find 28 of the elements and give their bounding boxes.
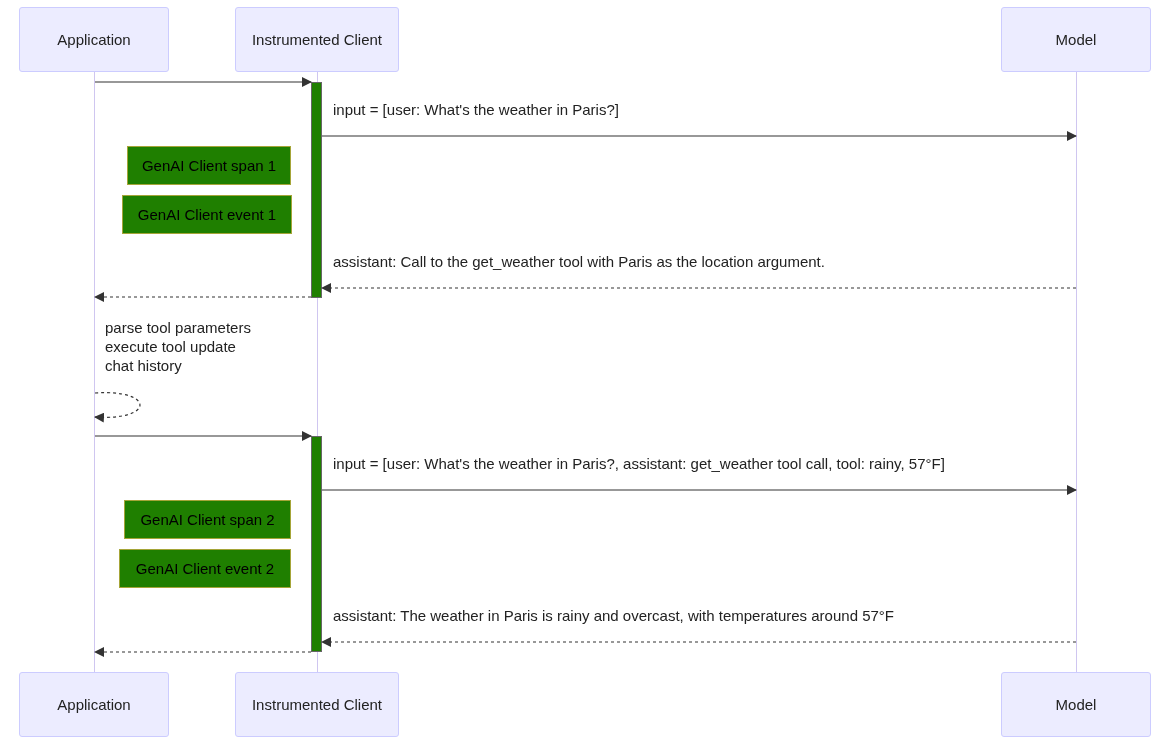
message-label: assistant: The weather in Paris is rainy and overcast, with temperatures around 57°F <box>333 607 894 624</box>
message-label: input = [user: What's the weather in Paris?] <box>333 101 619 118</box>
note-box: GenAI Client span 2 <box>124 500 291 539</box>
arrow <box>321 485 1077 495</box>
arrow <box>94 292 312 302</box>
activation-bar <box>311 436 322 652</box>
arrow <box>321 637 1077 647</box>
participant-box: Instrumented Client <box>235 7 399 72</box>
note-box: GenAI Client event 1 <box>122 195 292 234</box>
participant-box: Instrumented Client <box>235 672 399 737</box>
arrow <box>94 647 312 657</box>
note-box: GenAI Client span 1 <box>127 146 291 185</box>
arrow <box>321 131 1077 141</box>
note-box: GenAI Client event 2 <box>119 549 291 588</box>
arrow <box>94 392 141 423</box>
arrow <box>321 283 1077 293</box>
activation-bar <box>311 82 322 298</box>
participant-box: Application <box>19 672 169 737</box>
arrow <box>94 77 312 87</box>
arrow <box>94 431 312 441</box>
lifeline <box>1076 72 1077 672</box>
message-label: input = [user: What's the weather in Paris?, assistant: get_weather tool call, tool: rainy, 57°F] <box>333 455 945 472</box>
participant-box: Model <box>1001 7 1151 72</box>
message-label: assistant: Call to the get_weather tool with Paris as the location argument. <box>333 253 825 270</box>
message-label: parse tool parameters execute tool update chat history <box>105 318 252 375</box>
participant-box: Model <box>1001 672 1151 737</box>
lifeline <box>94 72 95 672</box>
participant-box: Application <box>19 7 169 72</box>
